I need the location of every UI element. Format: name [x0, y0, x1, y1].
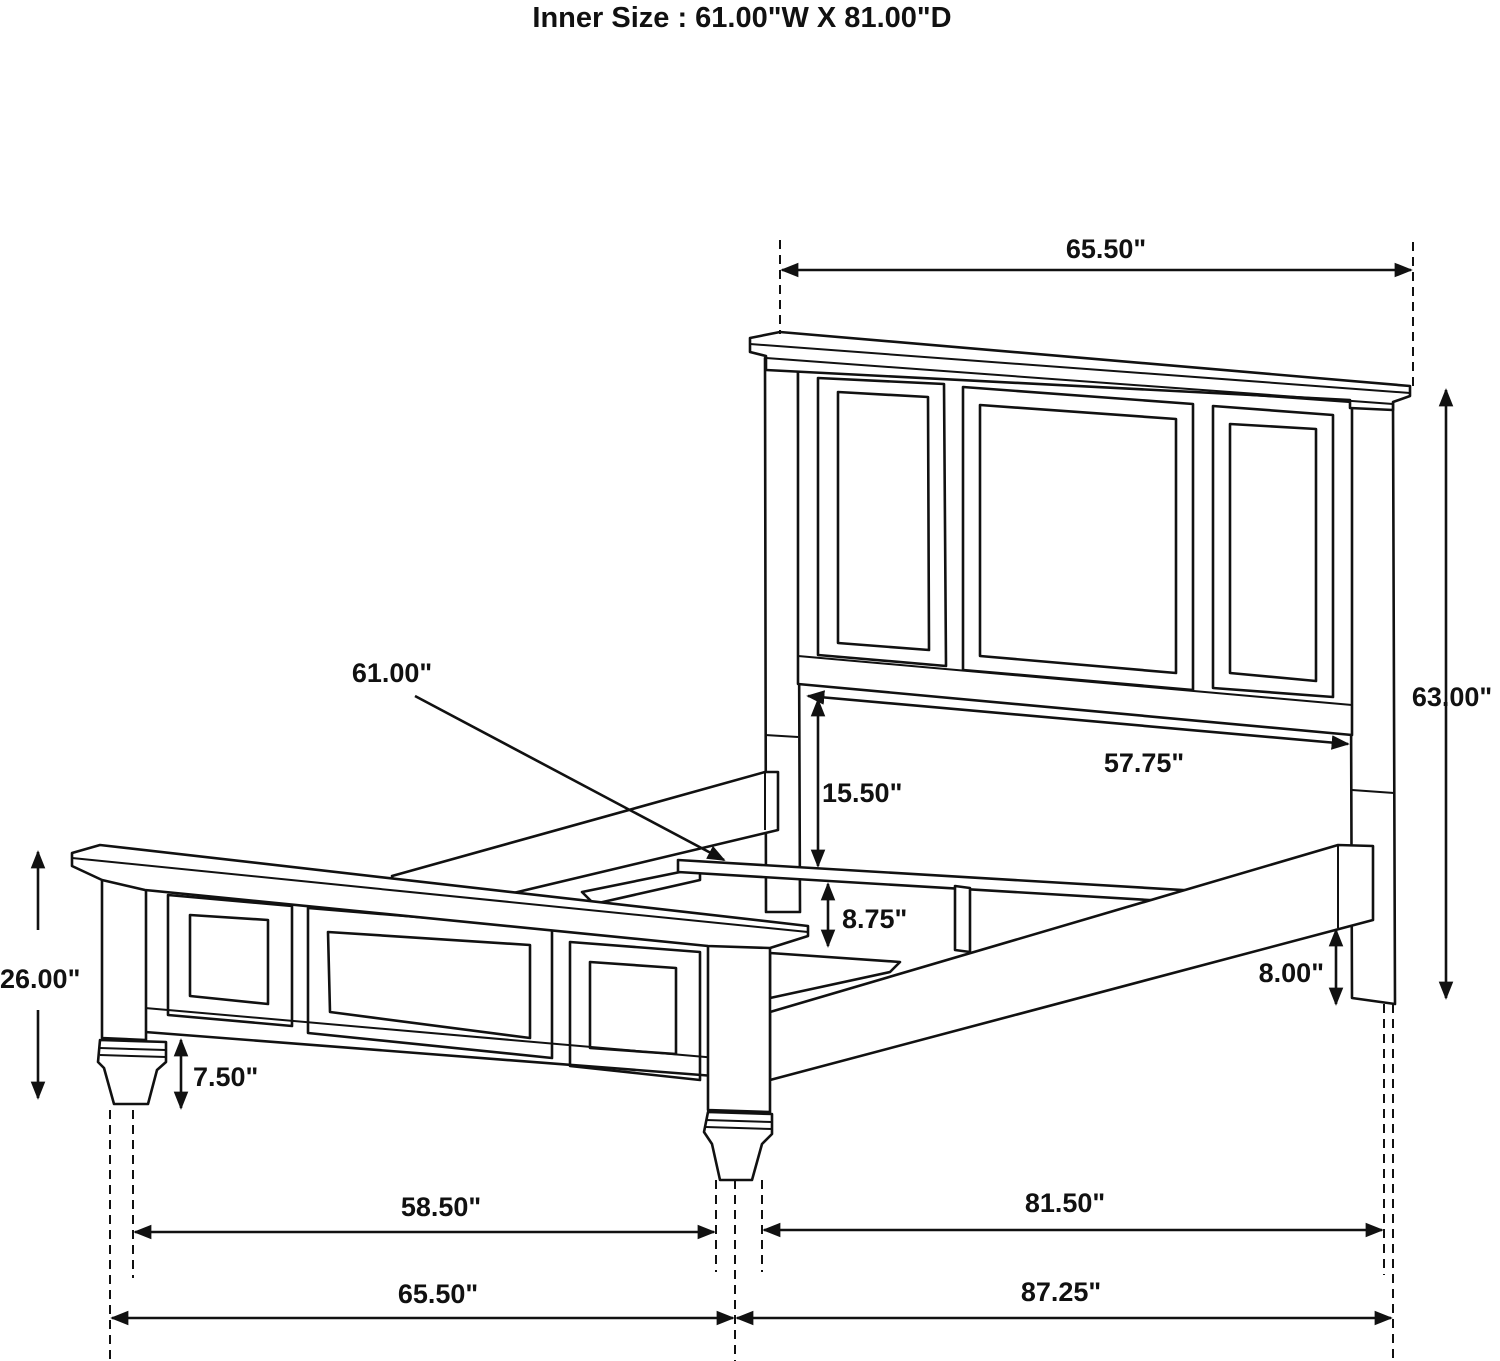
- headboard-width-label: 65.50": [1066, 234, 1146, 264]
- headboard-crown: [748, 330, 1412, 412]
- footboard-crown: [70, 843, 810, 950]
- headboard-clearance-label: 15.50": [822, 778, 902, 808]
- dimension-lines: [30, 240, 1454, 1361]
- rail-height-label: 8.75": [842, 904, 907, 934]
- footboard-panel-left: [166, 893, 294, 1028]
- headboard-height-label: 63.00": [1412, 682, 1492, 712]
- footboard-width-label: 65.50": [398, 1279, 478, 1309]
- foot-clearance-label: 7.50": [193, 1062, 258, 1092]
- inner-width-leader: [414, 694, 726, 862]
- headboard-panel-center: [961, 385, 1195, 692]
- side-rail-clearance-label: 8.00": [1259, 958, 1324, 988]
- footboard-left-post: [100, 868, 148, 1042]
- dimension-labels: 65.50" 63.00" 61.00" 57.75" 15.50" 8.75"…: [0, 234, 1492, 1309]
- footboard: [70, 843, 810, 1182]
- center-leg: [953, 884, 972, 954]
- footboard-panel-right: [568, 940, 702, 1082]
- overall-length-label: 87.25": [1021, 1277, 1101, 1307]
- footboard-right-post: [706, 936, 772, 1114]
- inner-width-label: 61.00": [352, 658, 432, 688]
- inner-size-title: Inner Size : 61.00"W X 81.00"D: [532, 2, 951, 34]
- footboard-inner-width-label: 58.50": [401, 1192, 481, 1222]
- headboard-panel-width-label: 57.75": [1104, 748, 1184, 778]
- footboard-height-label: 26.00": [0, 964, 80, 994]
- headboard-panel-width-arrow: [806, 690, 1350, 750]
- rail-length-label: 81.50": [1025, 1188, 1105, 1218]
- headboard-panel-left: [816, 376, 948, 668]
- headboard: [748, 330, 1412, 1006]
